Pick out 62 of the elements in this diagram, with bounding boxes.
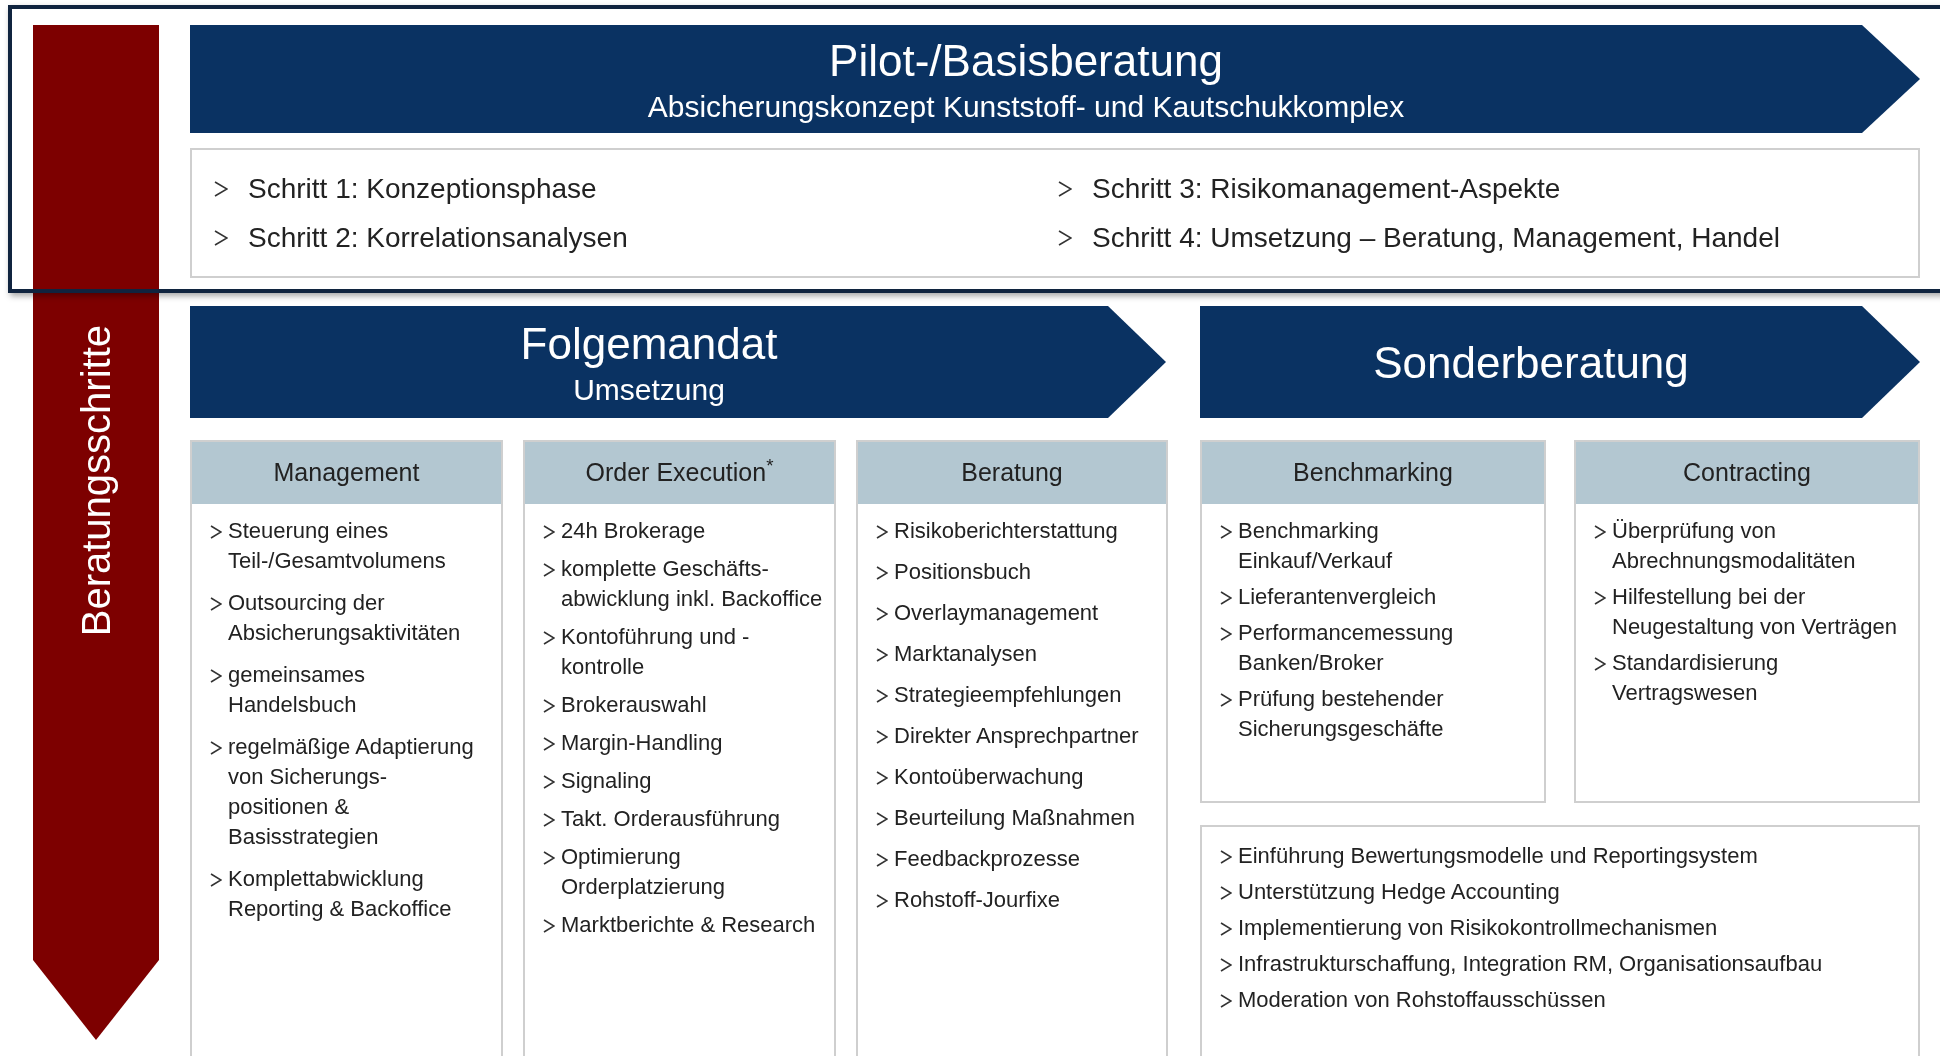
service-card — [1200, 440, 1546, 803]
list-item-text: Infrastrukturschaffung, Integration RM, Organisationsaufbau — [1238, 950, 1823, 978]
step-text: Schritt 2: Korrelationsanalysen — [248, 220, 628, 255]
list-item-text: Kontoführung und -kontrolle — [561, 623, 751, 681]
list-item-text: Risikoberichterstattung — [894, 517, 1118, 545]
step-text: Schritt 3: Risikomanagement-Aspekte — [1092, 171, 1561, 206]
list-item-text: Unterstützung Hedge Accounting — [1238, 878, 1560, 906]
card-heading: Order Execution$^{*}$ — [585, 454, 774, 489]
card-heading: Beratung — [961, 457, 1063, 489]
list-item-text: Implementierung von Risikokontrollmechanismen — [1238, 914, 1718, 942]
list-item-text: Marktberichte & Research — [561, 911, 816, 939]
service-card — [190, 440, 503, 1056]
list-item-text: Steuerung eines Teil-/Gesamtvolumens — [228, 517, 447, 575]
chevron-banner — [1200, 306, 1920, 418]
banner-title: Sonderberatung — [1373, 336, 1689, 389]
service-card — [523, 440, 836, 1056]
list-item-text: Marktanalysen — [894, 640, 1038, 668]
list-item-text: Standardisierung Vertragswesen — [1612, 649, 1780, 707]
step-text: Schritt 4: Umsetzung – Beratung, Management, Handel — [1092, 220, 1780, 255]
list-item-text: Brokerauswahl — [561, 691, 707, 719]
list-item-text: Positionsbuch — [894, 558, 1031, 586]
service-card — [856, 440, 1168, 1056]
step-text: Schritt 1: Konzeptionsphase — [248, 171, 597, 206]
list-item-text: Rohstoff-Jourfixe — [894, 886, 1060, 914]
list-item-text: Kontoüberwachung — [894, 763, 1084, 791]
banner-subtitle: Absicherungskonzept Kunststoff- und Kautschukkomplex — [647, 88, 1405, 125]
banner-title: Pilot-/Basisberatung — [829, 34, 1223, 87]
list-item-text: Optimierung Orderplatzierung — [561, 843, 726, 901]
banner-subtitle: Umsetzung — [573, 371, 725, 408]
list-item-text: Beurteilung Maßnahmen — [894, 804, 1135, 832]
list-item-text: Moderation von Rohstoffausschüssen — [1238, 986, 1606, 1014]
process-arrow — [33, 25, 159, 1040]
list-item-text: Prüfung bestehender Sicherungsgeschäfte — [1238, 685, 1445, 743]
list-item-text: Performancemessung Banken/Broker — [1238, 619, 1455, 677]
list-item-text: Komplettabwicklung Reporting & Backoffice — [228, 865, 453, 923]
list-item-text: Direkter Ansprechpartner — [894, 722, 1139, 750]
list-item-text: Feedbackprozesse — [894, 845, 1080, 873]
list-item-text: Margin-Handling — [561, 729, 723, 757]
vertical-label: Beratungsschritte — [76, 325, 116, 637]
service-card — [1200, 825, 1920, 1056]
list-item-text: Hilfestellung bei der Neugestaltung von Verträgen — [1612, 583, 1898, 641]
list-item-text: Overlaymanagement — [894, 599, 1099, 627]
list-item-text: Einführung Bewertungsmodelle und Reportingsystem — [1238, 842, 1758, 870]
list-item-text: Outsourcing der Absicherungsaktivitäten — [228, 589, 462, 647]
service-card — [1574, 440, 1920, 803]
card-heading: Benchmarking — [1293, 457, 1453, 489]
steps-box — [190, 148, 1920, 278]
banner-title: Folgemandat — [520, 317, 778, 370]
list-item-text: Lieferantenvergleich — [1238, 583, 1437, 611]
list-item-text: komplette Geschäfts- abwicklung inkl. Backoffice — [561, 555, 824, 613]
card-heading: Contracting — [1683, 457, 1811, 489]
list-item-text: Benchmarking Einkauf/Verkauf — [1238, 517, 1394, 575]
chevron-banner — [190, 306, 1166, 418]
chevron-banner — [190, 25, 1920, 133]
list-item-text: gemeinsames Handelsbuch — [228, 661, 366, 719]
list-item-text: Signaling — [561, 767, 652, 795]
list-item-text: 24h Brokerage — [561, 517, 706, 545]
list-item-text: Strategieempfehlungen — [894, 681, 1122, 709]
list-item-text: Überprüfung von Abrechnungsmodalitäten — [1612, 517, 1857, 575]
list-item-text: regelmäßige Adaptierung von Sicherungs- positionen & Basisstrategien — [228, 733, 475, 851]
card-heading: Management — [273, 457, 420, 489]
list-item-text: Takt. Orderausführung — [561, 805, 780, 833]
